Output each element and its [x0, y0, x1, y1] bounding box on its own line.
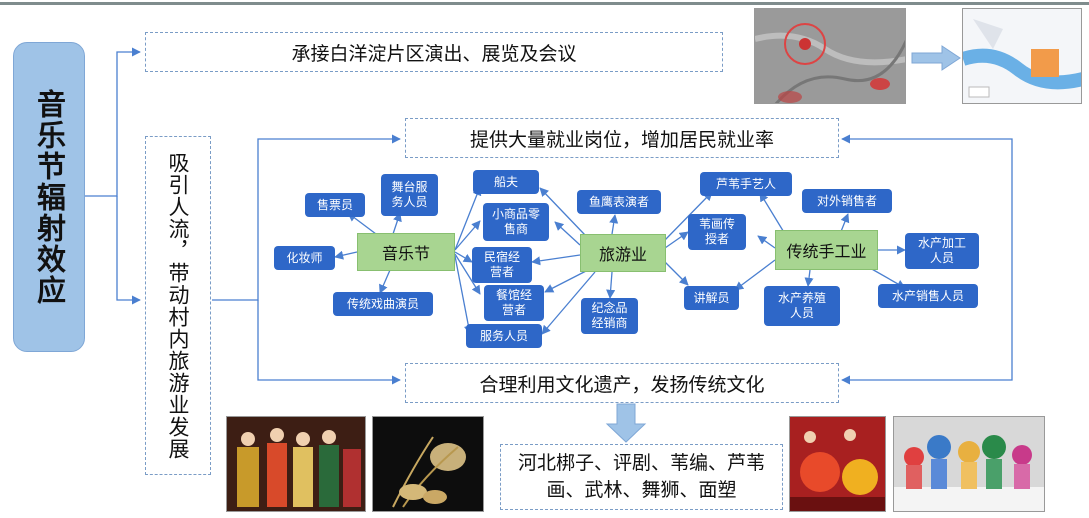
hub-tourism-label: 旅游业: [598, 245, 647, 264]
lion-dance-graphic: [790, 417, 885, 511]
node-restaurant-operator: 餐馆经营者: [484, 285, 544, 321]
performance-hosting-text: 承接白洋淀片区演出、展览及会议: [291, 42, 577, 65]
regional-map-graphic: [755, 9, 905, 103]
node-homestay-operator-label: 民宿经营者: [483, 250, 520, 279]
connector-left-bracket: [212, 134, 401, 301]
employment-box: 提供大量就业岗位，增加居民就业率: [405, 118, 839, 158]
hub-music-festival-label: 音乐节: [381, 244, 430, 263]
site-plan-image: [962, 8, 1082, 104]
opera-photo-graphic: [227, 417, 365, 511]
employment-text: 提供大量就业岗位，增加居民就业率: [469, 128, 774, 151]
connector-right-loop-low: [841, 300, 1013, 385]
node-service-staff: 服务人员: [466, 324, 542, 348]
node-stage-staff-label: 舞台服务人员: [391, 180, 428, 209]
node-souvenir-vendor-label: 小商品零售商: [491, 207, 540, 236]
node-opera-performer: 传统戏曲演员: [333, 292, 433, 316]
heritage-text: 河北梆子、评剧、苇编、芦苇画、武林、舞狮、面塑: [517, 452, 765, 501]
node-aquatic-farmer: 水产养殖人员: [764, 286, 840, 326]
opera-photo: [226, 416, 366, 512]
hub-music-festival: 音乐节: [357, 233, 455, 271]
dough-figurine-graphic: [894, 417, 1044, 511]
node-souvenir-dealer: 纪念品经销商: [581, 298, 638, 334]
main-effect-label: 音乐节辐射效应: [32, 88, 67, 306]
node-stage-staff: 舞台服务人员: [381, 174, 438, 216]
top-rule: [0, 2, 1089, 5]
lion-dance-photo: [789, 416, 886, 512]
connector-right-loop: [841, 134, 1013, 300]
main-effect-box: 音乐节辐射效应: [13, 42, 85, 352]
node-boatman: 船夫: [473, 170, 539, 194]
tourism-driver-box: 吸引人流，带动村内旅游业发展: [145, 136, 211, 475]
node-souvenir-dealer-label: 纪念品经销商: [591, 301, 628, 330]
performance-hosting-box: 承接白洋淀片区演出、展览及会议: [145, 32, 723, 72]
node-reed-artisan: 芦苇手艺人: [700, 172, 792, 196]
node-cormorant-performer: 鱼鹰表演者: [577, 190, 661, 214]
dough-figurine-photo: [893, 416, 1045, 512]
node-aquatic-processor-label: 水产加工人员: [917, 236, 966, 265]
hub-tourism: 旅游业: [580, 234, 666, 272]
node-ticket-seller: 售票员: [305, 193, 365, 217]
hub-handicraft: 传统手工业: [775, 230, 878, 270]
node-souvenir-vendor: 小商品零售商: [483, 203, 549, 241]
culture-box: 合理利用文化遗产，发扬传统文化: [405, 363, 839, 403]
node-aquatic-farmer-label: 水产养殖人员: [777, 291, 826, 320]
node-export-seller: 对外销售者: [802, 189, 892, 213]
connector-main-lower: [116, 196, 141, 305]
culture-down-arrow: [605, 403, 647, 443]
culture-text: 合理利用文化遗产，发扬传统文化: [479, 373, 765, 396]
heritage-box: 河北梆子、评剧、苇编、芦苇画、武林、舞狮、面塑: [500, 444, 783, 510]
node-reed-weaving-teacher: 苇画传授者: [688, 214, 746, 250]
node-aquatic-processor: 水产加工人员: [905, 233, 979, 269]
node-makeup-artist: 化妆师: [274, 246, 335, 270]
tourism-driver-text: 吸引人流，带动村内旅游业发展: [166, 151, 191, 460]
hub-handicraft-label: 传统手工业: [786, 242, 867, 261]
node-restaurant-operator-label: 餐馆经营者: [495, 288, 532, 317]
map-transition-arrow: [911, 45, 961, 71]
reed-painting-graphic: [373, 417, 483, 511]
node-aquatic-seller: 水产销售人员: [878, 284, 978, 308]
node-homestay-operator: 民宿经营者: [472, 247, 532, 283]
reed-painting-photo: [372, 416, 484, 512]
node-reed-weaving-teacher-label: 苇画传授者: [698, 217, 735, 246]
connector-main-trunk: [84, 47, 141, 197]
node-guide: 讲解员: [684, 286, 739, 310]
site-plan-graphic: [963, 9, 1081, 103]
connector-left-bracket-low: [257, 300, 401, 385]
regional-map-image: [754, 8, 906, 104]
